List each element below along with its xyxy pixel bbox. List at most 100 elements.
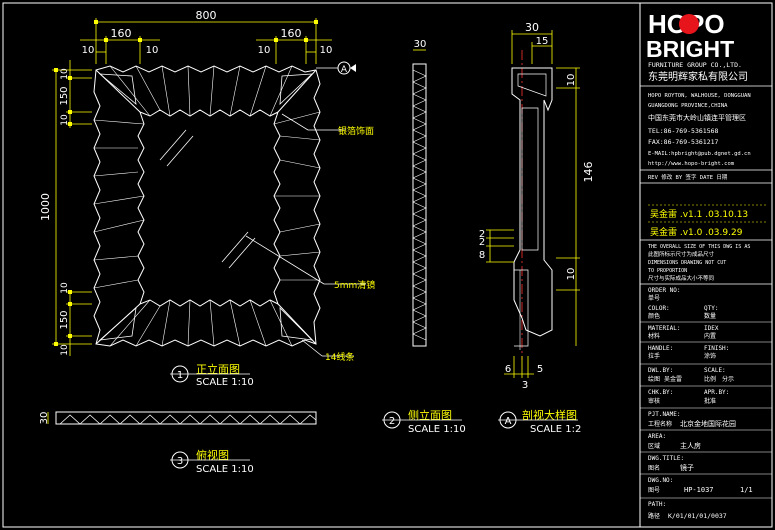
title-block: HOPO BRIGHT FURNITURE GROUP CO.,LTD. 东莞明… (640, 9, 772, 520)
dim-overall-width: 800 (196, 9, 217, 22)
dim-bot-10a: 10 (60, 282, 70, 294)
logo-mark-icon (679, 14, 699, 34)
caption-side-number: 2 (389, 416, 395, 427)
area-cn: 区域 (648, 442, 660, 450)
chk-label: CHK.BY: (648, 389, 673, 396)
caption-front-number: 1 (177, 370, 183, 381)
proj-cn: 工程名称 (648, 420, 672, 428)
dwl-by-cn: 绘图 (648, 375, 660, 383)
plan-dim: 30 (39, 412, 50, 425)
email: E-MAIL:hpbright@pub.dgnet.gd.cn (648, 151, 751, 157)
section-arrow-icon (350, 64, 356, 72)
color-cn: 颜色 (648, 312, 660, 320)
address-cn: 中国东莞市大岭山镇连平管理区 (648, 113, 746, 122)
caption-detail-title: 剖视大样图 (522, 408, 577, 422)
chk-cn: 审核 (648, 397, 660, 405)
plan-profile (59, 414, 317, 425)
handle-cn: 拉手 (648, 352, 660, 360)
detail-dim-right-bottom: 10 (566, 268, 577, 281)
logo-bright: BRIGHT (646, 36, 734, 62)
dim-overall-height: 1000 (39, 193, 52, 221)
scale-value: 分示 (722, 375, 734, 383)
dwg-title-cn: 图名 (648, 464, 660, 472)
material-value-cn: 内置 (704, 332, 716, 340)
dwl-by-value: 吴金雷 (664, 375, 682, 383)
section-marker-label: A (341, 65, 348, 75)
material-label: MATERIAL: (648, 325, 681, 332)
company-en: FURNITURE GROUP CO.,LTD. (648, 61, 742, 69)
dim-right-inset: 160 (281, 27, 302, 40)
fax: FAX:86-769-5361217 (648, 138, 719, 146)
detail-dim-bot-5: 5 (537, 364, 543, 375)
dwg-no-value: HP-1037 (684, 486, 714, 494)
label-trim: 14线条 (325, 351, 354, 363)
detail-dim-right-main: 146 (582, 162, 595, 183)
plan-outline (55, 411, 317, 425)
note-cn-2: 尺寸与实际成品大小不等同 (648, 274, 715, 282)
side-outline (412, 63, 427, 347)
revision-1: 吴金雷 .v1.1 .03.10.13 (650, 208, 748, 220)
scale-label: SCALE: (704, 367, 726, 374)
caption-detail-scale: SCALE 1:2 (530, 424, 581, 435)
dim-top-150: 150 (59, 86, 70, 105)
path-value: K/01/01/01/0037 (668, 512, 727, 520)
corner-ornaments (98, 73, 314, 341)
dwg-title-value: 镜子 (680, 463, 694, 472)
dim-top-10b: 10 (60, 114, 70, 126)
caption-detail-number: A (505, 416, 512, 427)
plan-view: 30 3 俯视图 SCALE 1:10 (39, 411, 317, 475)
note-en-2: DIMENSIONS DRAWING NOT CUT (648, 260, 726, 266)
address-en-2: GUANGDONG PROVINCE,CHINA (648, 103, 728, 109)
front-view: 800 160 160 10 10 10 10 1000 10 150 10 1… (39, 9, 375, 388)
dim-right-gap2: 10 (320, 45, 333, 56)
caption-front-title: 正立面图 (196, 362, 240, 376)
apr-cn: 批准 (704, 397, 716, 405)
dim-left-inset: 160 (111, 27, 132, 40)
caption-side-scale: SCALE 1:10 (408, 424, 466, 435)
detail-dim-top-inner: 15 (536, 36, 549, 47)
tb-fields: ORDER NO: 单号 COLOR: 颜色 QTY: 数量 MATERIAL:… (640, 287, 772, 520)
proj-value: 北京金地国际花园 (680, 419, 736, 428)
caption-side-title: 侧立面图 (408, 408, 452, 422)
detail-inner (517, 73, 547, 251)
scale-cn: 比例 (704, 375, 716, 383)
front-dim-lines (52, 18, 332, 356)
dim-bot-150: 150 (59, 310, 70, 329)
frame-inner-edge (137, 109, 281, 307)
front-dim-ticks (54, 20, 318, 346)
qty-label: QTY: (704, 305, 718, 312)
note-cn-1: 此图所标示尺寸为成品尺寸 (648, 250, 715, 258)
material-value: IDEX (704, 325, 719, 332)
caption-plan-title: 俯视图 (196, 448, 229, 462)
sheet-number: 1/1 (740, 486, 753, 494)
handle-label: HANDLE: (648, 345, 673, 352)
mitre-lines (95, 69, 317, 345)
dim-left-gap: 10 (82, 45, 95, 56)
leader-frame (281, 113, 309, 131)
leader-glass (245, 235, 325, 285)
leader-trim (301, 339, 323, 357)
apr-label: APR.BY: (704, 389, 729, 396)
detail-dim-bot-3: 3 (522, 380, 528, 391)
frame-outer-edge (93, 65, 321, 347)
detail-dim-top-width: 30 (525, 21, 539, 34)
path-cn: 路径 (648, 512, 660, 520)
note-en-3: TO PROPORTION (648, 268, 687, 274)
area-label: AREA: (648, 433, 666, 440)
web: http://www.hopo-bright.com (648, 161, 735, 167)
finish-label: FINISH: (704, 345, 729, 352)
caption-front-scale: SCALE 1:10 (196, 377, 254, 388)
dwg-title-label: DWG.TITLE: (648, 455, 684, 462)
side-dim: 30 (414, 39, 427, 50)
tel: TEL:86-769-5361568 (648, 127, 719, 135)
dim-right-gap: 10 (258, 45, 271, 56)
side-view: 30 2 侧立面图 SCALE 1:10 (382, 39, 466, 435)
color-label: COLOR: (648, 305, 670, 312)
order-label: ORDER NO: (648, 287, 681, 294)
rev-header: REV 修改 BY 签字 DATE 日期 (648, 173, 728, 181)
label-glass: 5mm清镜 (334, 279, 375, 291)
side-profile (412, 69, 427, 341)
detail-glass (514, 269, 529, 347)
